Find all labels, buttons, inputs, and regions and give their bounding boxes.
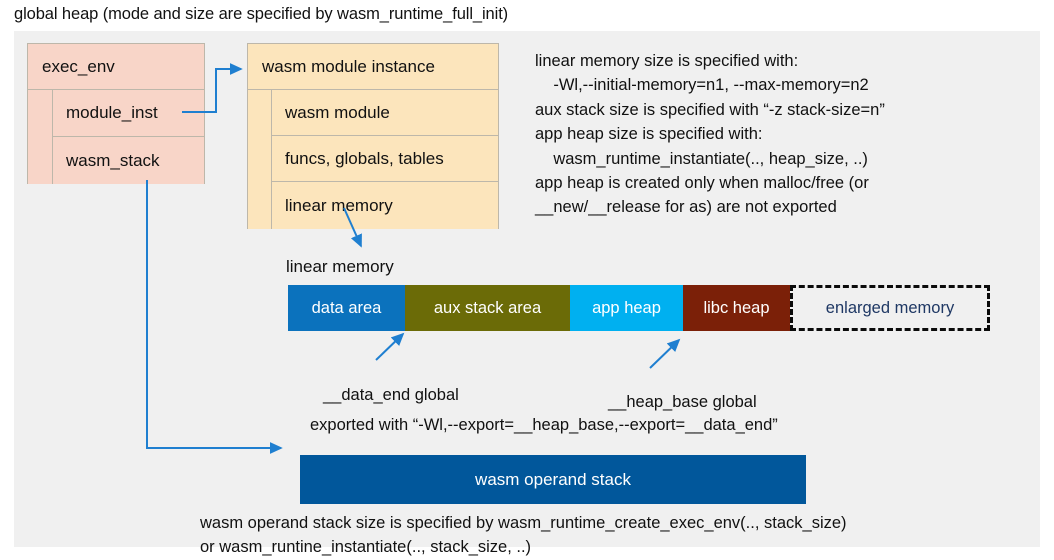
wmi-field-wasm-module: wasm module xyxy=(272,90,498,136)
exec-env-field-wasm-stack: wasm_stack xyxy=(53,137,204,184)
exec-env-rows: module_inst wasm_stack xyxy=(53,90,204,184)
wasm-module-instance-body: wasm module funcs, globals, tables linea… xyxy=(248,90,498,229)
exec-env-header: exec_env xyxy=(28,44,204,90)
exec-env-field-module-inst: module_inst xyxy=(53,90,204,137)
diagram-root: global heap (mode and size are specified… xyxy=(14,5,1040,556)
diagram-panel: exec_env module_inst wasm_stack wasm mod… xyxy=(14,31,1040,556)
annotation-data-end: __data_end global xyxy=(323,386,459,404)
linear-memory-caption: linear memory xyxy=(286,257,394,276)
wmi-field-funcs-globals-tables: funcs, globals, tables xyxy=(272,136,498,182)
linear-memory-note: linear memory size is specified with: -W… xyxy=(535,52,885,217)
wasm-operand-stack-box: wasm operand stack xyxy=(300,455,806,504)
exec-env-box: exec_env module_inst wasm_stack xyxy=(27,43,205,184)
memory-segment-data-area: data area xyxy=(288,285,405,331)
wasm-module-instance-box: wasm module instance wasm module funcs, … xyxy=(247,43,499,229)
memory-segment-enlarged-memory: enlarged memory xyxy=(790,285,990,331)
memory-segment-aux-stack-area: aux stack area xyxy=(405,285,570,331)
operand-stack-note: wasm operand stack size is specified by … xyxy=(200,514,847,557)
page-title: global heap (mode and size are specified… xyxy=(14,5,509,23)
annotation-exported-with: exported with “-Wl,--export=__heap_base,… xyxy=(310,416,778,434)
annotation-heap-base: __heap_base global xyxy=(608,393,757,411)
wasm-module-instance-header: wasm module instance xyxy=(248,44,498,90)
exec-env-body: module_inst wasm_stack xyxy=(28,90,204,184)
wasm-module-instance-rows: wasm module funcs, globals, tables linea… xyxy=(272,90,498,229)
wmi-field-linear-memory: linear memory xyxy=(272,182,498,229)
memory-segment-app-heap: app heap xyxy=(570,285,683,331)
exec-env-gutter xyxy=(28,90,53,184)
wasm-module-instance-gutter xyxy=(248,90,272,229)
memory-segment-libc-heap: libc heap xyxy=(683,285,790,331)
